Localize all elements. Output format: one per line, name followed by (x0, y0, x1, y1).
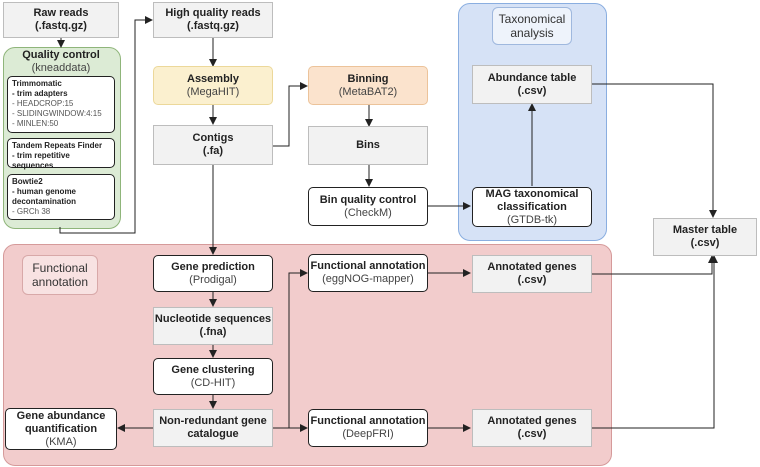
binning-title: Binning (347, 72, 389, 85)
taxonomical-title: Taxonomical analysis (492, 7, 572, 45)
master-table-node: Master table (.csv) (653, 218, 757, 256)
assembly-tool: (MegaHIT) (186, 85, 240, 98)
annotated-genes-1-node: Annotated genes (.csv) (472, 255, 592, 293)
taxonomical-title-line1: Taxonomical (498, 12, 566, 26)
bins-label: Bins (356, 139, 380, 151)
trimmomatic-step: Trimmomatic - trim adapters - HEADCROP:1… (7, 76, 115, 133)
functional-title: Functional annotation (22, 255, 98, 295)
trf-step: Tandem Repeats Finder - trim repetitive … (7, 138, 115, 170)
raw-reads-label: Raw reads (33, 7, 89, 19)
abundance-table-format: (.csv) (517, 84, 547, 97)
gene-abundance-tool: (KMA) (45, 435, 77, 448)
arrow-nonredundant-to-eggnog (272, 269, 308, 429)
hq-reads-label: High quality reads (165, 7, 261, 19)
contigs-format: (.fa) (202, 145, 224, 157)
mag-line1: MAG taxonomical (485, 187, 579, 200)
gene-clustering-title: Gene clustering (171, 363, 255, 376)
trimmomatic-item-0: - trim adapters (12, 89, 68, 98)
bowtie-item-2: - GRCh 38 (12, 207, 51, 216)
assembly-node: Assembly (MegaHIT) (153, 66, 273, 105)
mag-classification-node: MAG taxonomical classification (GTDB-tk) (472, 187, 592, 227)
quality-control-header: Quality control (kneaddata) (3, 49, 119, 75)
gene-clustering-node: Gene clustering (CD-HIT) (153, 358, 273, 395)
bin-qc-tool: (CheckM) (344, 206, 392, 219)
gene-prediction-title: Gene prediction (171, 260, 255, 273)
bowtie-item-0: - human genome (12, 187, 77, 196)
trf-title: Tandem Repeats Finder (12, 141, 103, 150)
arrow-annotated2-to-master (592, 255, 718, 429)
hq-reads-node: High quality reads (.fastq.gz) (153, 2, 273, 38)
nucleotide-label: Nucleotide sequences (154, 313, 272, 325)
gene-abundance-node: Gene abundance quantification (KMA) (5, 408, 117, 450)
contigs-label: Contigs (192, 132, 234, 144)
raw-reads-format: (.fastq.gz) (35, 20, 87, 32)
arrow-qc-to-hq (59, 16, 153, 234)
annotated-1-format: (.csv) (517, 274, 547, 286)
bin-qc-title: Bin quality control (319, 193, 417, 206)
mag-line2: classification (497, 200, 567, 213)
hq-reads-format: (.fastq.gz) (187, 20, 239, 32)
annotated-1-label: Annotated genes (487, 261, 577, 273)
nonredundant-catalogue-node: Non-redundant gene catalogue (153, 409, 273, 447)
func-deepfri-title: Functional annotation (310, 415, 426, 427)
mag-tool: (GTDB-tk) (506, 213, 558, 226)
trf-item-0: - trim repetitive sequences (12, 151, 70, 170)
trimmomatic-item-2: - SLIDINGWINDOW:4:15 (12, 109, 102, 118)
trimmomatic-title: Trimmomatic (12, 79, 62, 88)
func-annotation-deepfri-node: Functional annotation (DeepFRI) (308, 409, 428, 447)
quality-control-tool: (kneaddata) (31, 62, 91, 74)
abundance-table-label: Abundance table (487, 71, 577, 84)
bowtie-step: Bowtie2 - human genome decontamination -… (7, 174, 115, 220)
func-annotation-eggnog-node: Functional annotation (eggNOG-mapper) (308, 254, 428, 292)
trimmomatic-item-3: - MINLEN:50 (12, 119, 59, 128)
raw-reads-node: Raw reads (.fastq.gz) (3, 2, 119, 38)
nucleotide-sequences-node: Nucleotide sequences (.fna) (153, 307, 273, 345)
gene-prediction-node: Gene prediction (Prodigal) (153, 255, 273, 292)
functional-title-line2: annotation (31, 275, 89, 289)
gene-abundance-line2: quantification (24, 422, 98, 435)
bowtie-item-1: decontamination (12, 197, 77, 206)
gene-prediction-tool: (Prodigal) (189, 273, 237, 286)
gene-abundance-line1: Gene abundance (16, 409, 106, 422)
nonredundant-line2: catalogue (187, 428, 239, 440)
annotated-2-format: (.csv) (517, 428, 547, 440)
nucleotide-format: (.fna) (199, 326, 227, 338)
binning-tool: (MetaBAT2) (338, 85, 398, 98)
contigs-node: Contigs (.fa) (153, 125, 273, 165)
arrow-contigs-to-binning (272, 82, 308, 147)
trimmomatic-item-1: - HEADCROP:15 (12, 99, 74, 108)
func-eggnog-tool: (eggNOG-mapper) (322, 273, 414, 285)
master-table-label: Master table (672, 224, 738, 236)
annotated-2-label: Annotated genes (487, 415, 577, 427)
bin-qc-node: Bin quality control (CheckM) (308, 187, 428, 226)
abundance-table-node: Abundance table (.csv) (472, 65, 592, 104)
gene-clustering-tool: (CD-HIT) (190, 376, 236, 389)
nonredundant-line1: Non-redundant gene (159, 415, 267, 427)
assembly-title: Assembly (187, 72, 239, 85)
func-deepfri-tool: (DeepFRI) (342, 428, 394, 440)
arrow-annotated1-to-master (592, 255, 716, 275)
bins-node: Bins (308, 126, 428, 165)
functional-title-line1: Functional (32, 261, 88, 275)
quality-control-title: Quality control (22, 49, 100, 61)
taxonomical-title-line2: analysis (510, 26, 554, 40)
binning-node: Binning (MetaBAT2) (308, 66, 428, 105)
func-eggnog-title: Functional annotation (310, 260, 426, 272)
arrow-abundance-to-master (592, 83, 717, 218)
master-table-format: (.csv) (690, 237, 720, 249)
bowtie-title: Bowtie2 (12, 177, 43, 186)
annotated-genes-2-node: Annotated genes (.csv) (472, 409, 592, 447)
